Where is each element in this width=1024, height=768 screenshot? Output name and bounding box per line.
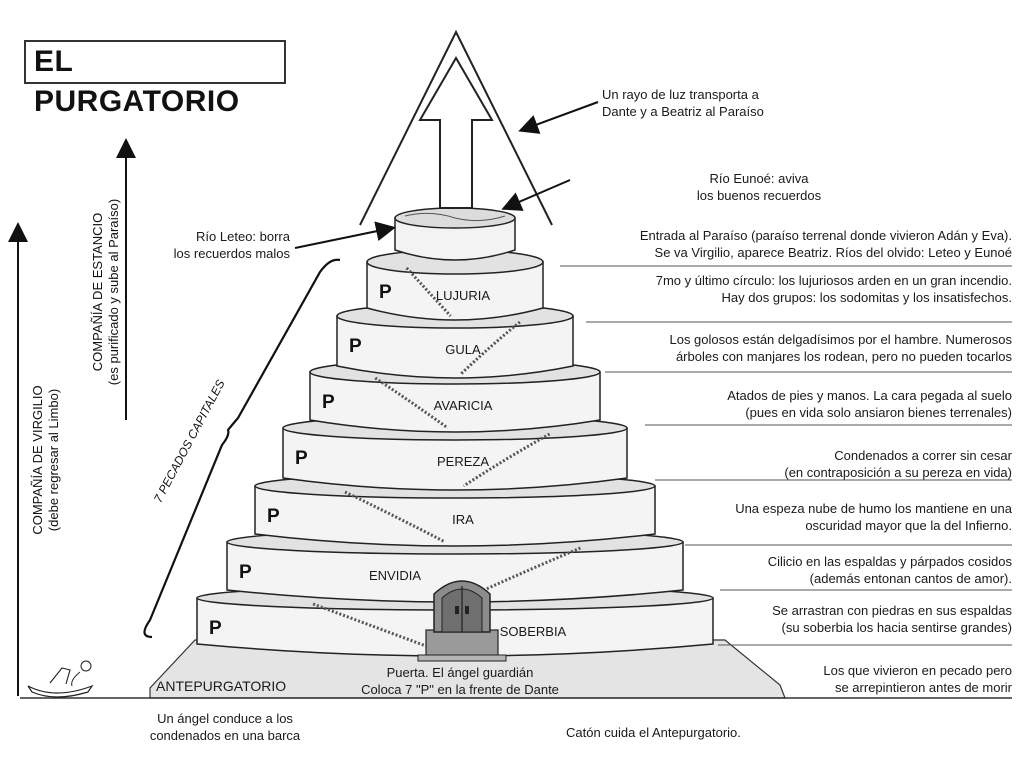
pecados-bracket (143, 258, 341, 639)
ramp-path (312, 602, 443, 654)
p-mark: P (295, 448, 308, 469)
level-name: GULA (445, 342, 481, 357)
desc-line: (además entonan cantos de amor). (809, 571, 1012, 586)
rayo-pointer (518, 101, 599, 134)
level-name: AVARICIA (434, 398, 493, 413)
desc-line: Cilicio en las espaldas y párpados cosid… (767, 554, 1012, 569)
desc-line: (en contraposición a su pereza en vida) (784, 465, 1012, 480)
diagram-title: EL PURGATORIO (24, 40, 286, 118)
desc-line: Una espeza nube de humo los mantiene en … (735, 501, 1012, 516)
level-name: ENVIDIA (369, 568, 421, 583)
level-desc-lujuria: 7mo y último círculo: los lujuriosos ard… (520, 272, 1012, 306)
level-name: SOBERBIA (500, 624, 567, 639)
desc-line: Los golosos están delgadísimos por el ha… (669, 332, 1012, 347)
caton-note: Catón cuida el Antepurgatorio. (566, 725, 741, 740)
estancio-label: COMPAÑÍA DE ESTANCIO (es purificado y su… (90, 198, 121, 386)
desc-line: (su soberbia los hacia sentirse grandes) (781, 620, 1012, 635)
leteo-pointer (294, 221, 396, 249)
p-mark: P (379, 282, 392, 303)
level-name: LUJURIA (436, 288, 491, 303)
ramp-path (462, 432, 551, 488)
paradise-arrow (359, 29, 553, 226)
level-desc-ira: Una espeza nube de humo los mantiene en … (520, 500, 1012, 534)
paraiso-terrenal-disk (394, 207, 516, 261)
level-desc-pereza: Condenados a correr sin cesar (en contrap… (520, 447, 1012, 481)
virgilio-label: COMPAÑÍA DE VIRGILIO (debe regresar al L… (30, 385, 61, 535)
desc-line: Hay dos grupos: los sodomitas y los insa… (721, 290, 1012, 305)
desc-line: (pues en vida solo ansiaron bienes terre… (745, 405, 1012, 420)
level-desc-soberbia: Se arrastran con piedras en sus espaldas… (520, 602, 1012, 636)
ramp-path (465, 546, 581, 600)
ramp-path (405, 266, 452, 318)
level-desc-avaricia: Atados de pies y manos. La cara pegada a… (520, 387, 1012, 421)
p-mark: P (322, 392, 335, 413)
desc-line: Condenados a correr sin cesar (834, 448, 1012, 463)
desc-line: Se arrastran con piedras en sus espaldas (772, 603, 1012, 618)
p-mark: P (239, 562, 252, 583)
level-desc-gula: Los golosos están delgadísimos por el ha… (520, 331, 1012, 365)
antepurgatorio-label: ANTEPURGATORIO (156, 678, 287, 694)
desc-line: 7mo y último círculo: los lujuriosos ard… (655, 273, 1012, 288)
p-mark: P (349, 336, 362, 357)
p-mark: P (267, 506, 280, 527)
door-icon (417, 580, 507, 662)
eunoe-pointer (501, 179, 571, 211)
boat-icon (27, 660, 94, 698)
p-mark: P (209, 618, 222, 639)
paraiso-desc: Entrada al Paraíso (paraíso terrenal don… (639, 228, 1012, 260)
level-desc-envidia: Cilicio en las espaldas y párpados cosid… (520, 553, 1012, 587)
description-leaders (560, 265, 1012, 646)
desc-line: Atados de pies y manos. La cara pegada a… (727, 388, 1012, 403)
level-name: IRA (452, 512, 474, 527)
desc-line: árboles con manjares los rodean, pero no… (675, 349, 1012, 364)
level-name: PEREZA (437, 454, 489, 469)
desc-line: oscuridad mayor que la del Infierno. (805, 518, 1012, 533)
ramp-path (374, 376, 449, 430)
terrace-lujuria: P LUJURIA (366, 249, 544, 321)
